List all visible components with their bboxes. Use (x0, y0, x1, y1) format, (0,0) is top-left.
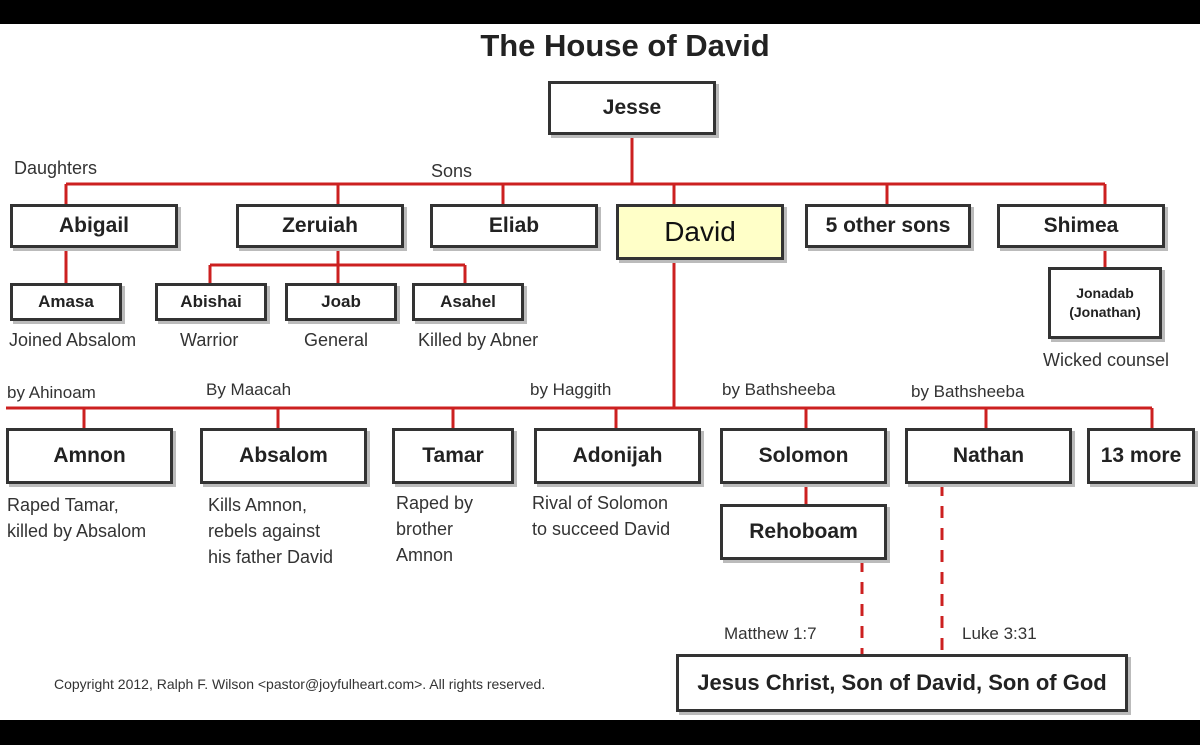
label-luke: Luke 3:31 (962, 624, 1037, 643)
diagram-title: The House of David (480, 28, 770, 63)
node-amasa: Amasa (10, 283, 122, 321)
copyright-notice: Copyright 2012, Ralph F. Wilson <pastor@… (54, 676, 546, 692)
note-amnon: Raped Tamar, killed by Absalom (7, 495, 147, 541)
note-abishai: Warrior (180, 330, 239, 350)
node-nathan: Nathan (905, 428, 1072, 484)
note-absalom: Kills Amnon, rebels against his father D… (208, 495, 334, 567)
node-abishai: Abishai (155, 283, 267, 321)
node-eliab: Eliab (430, 204, 598, 248)
node-adonijah: Adonijah (534, 428, 701, 484)
node-tamar: Tamar (392, 428, 514, 484)
diagram-canvas: The House of David Jesse Daughters Sons … (0, 24, 1200, 720)
node-absalom: Absalom (200, 428, 367, 484)
label-sons: Sons (431, 161, 473, 181)
node-asahel: Asahel (412, 283, 524, 321)
node-amnon: Amnon (6, 428, 173, 484)
connector-lines (6, 135, 1154, 654)
note-jonadab: Wicked counsel (1043, 350, 1170, 370)
label-by-haggith: by Haggith (530, 380, 612, 399)
note-tamar: Raped by brother Amnon (396, 493, 474, 565)
label-matthew: Matthew 1:7 (724, 624, 817, 643)
jonadab-alias: (Jonathan) (1069, 304, 1141, 320)
node-joab: Joab (285, 283, 397, 321)
note-joab: General (304, 330, 369, 350)
node-abigail: Abigail (10, 204, 178, 248)
jonadab-name: Jonadab (1076, 285, 1134, 301)
note-adonijah: Rival of Solomon to succeed David (532, 493, 671, 539)
node-jesse: Jesse (548, 81, 716, 135)
node-rehoboam: Rehoboam (720, 504, 887, 560)
node-13-more: 13 more (1087, 428, 1195, 484)
node-other-sons: 5 other sons (805, 204, 971, 248)
label-by-bathsheeba-2: by Bathsheeba (911, 382, 1025, 401)
node-jesus-christ: Jesus Christ, Son of David, Son of God (676, 654, 1128, 712)
label-daughters: Daughters (14, 158, 98, 178)
label-by-ahinoam: by Ahinoam (7, 383, 96, 402)
node-jonadab: Jonadab (Jonathan) (1048, 267, 1162, 339)
label-by-bathsheeba-1: by Bathsheeba (722, 380, 836, 399)
node-david: David (616, 204, 784, 260)
node-zeruiah: Zeruiah (236, 204, 404, 248)
node-shimea: Shimea (997, 204, 1165, 248)
note-asahel: Killed by Abner (418, 330, 539, 350)
note-amasa: Joined Absalom (9, 330, 137, 350)
label-by-maacah: By Maacah (206, 380, 292, 399)
node-solomon: Solomon (720, 428, 887, 484)
